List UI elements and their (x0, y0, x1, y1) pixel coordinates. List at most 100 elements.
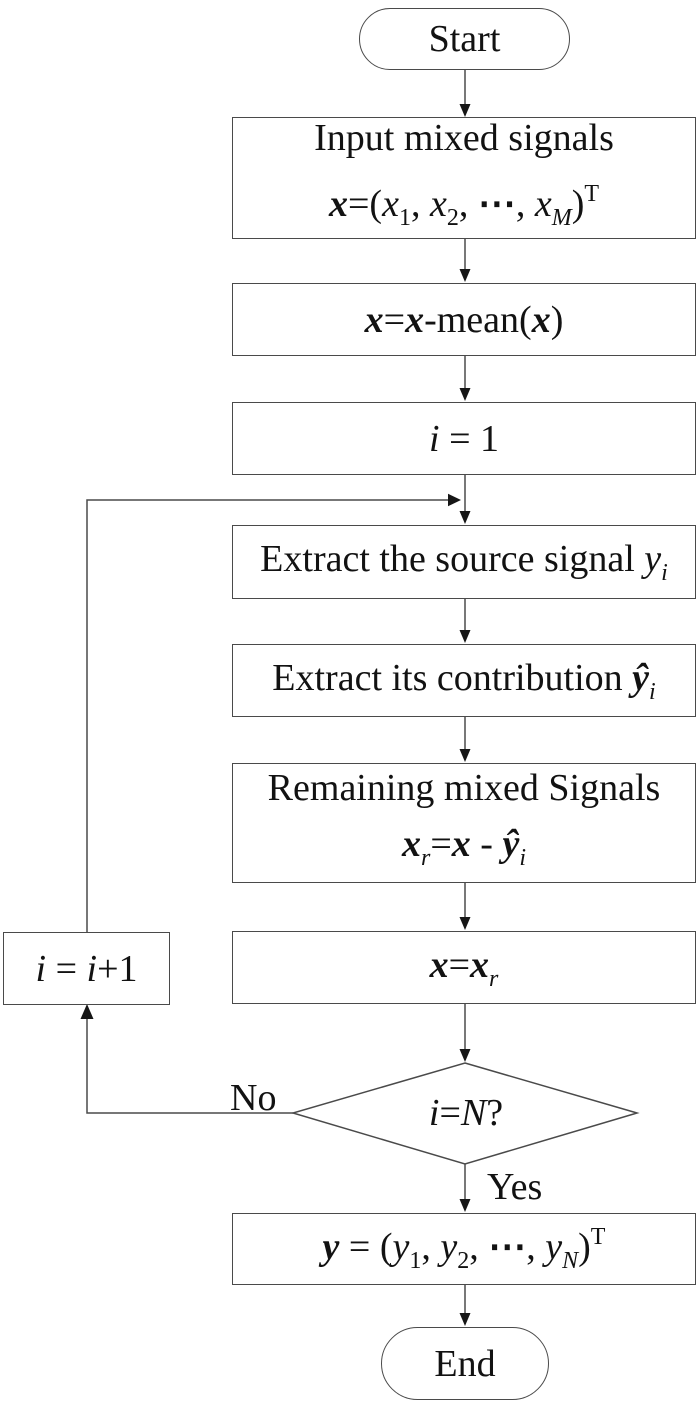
eq-part: i (649, 678, 656, 705)
eq-part: ) (571, 183, 585, 225)
arrowhead-down-icon (459, 749, 471, 762)
output-equation: y = (y1, y2, ⋯, yN)T (323, 1224, 606, 1275)
eq-part: = 1 (439, 417, 499, 460)
end-label: End (434, 1342, 496, 1385)
eq-part: = (448, 943, 471, 986)
arrowhead-up-icon (80, 1004, 94, 1019)
eq-part: x (470, 943, 490, 986)
eq-part: - (470, 823, 503, 865)
eq-part: ŷ (502, 823, 520, 865)
init-equation: i = 1 (429, 417, 499, 461)
init-counter-box: i = 1 (232, 402, 696, 475)
extract-contribution-text: Extract its contribution ŷi (272, 656, 655, 706)
eq-part: r (489, 965, 499, 992)
eq-part: i (428, 1092, 440, 1134)
eq-part: i (661, 560, 668, 586)
input-signals-box: Input mixed signals x=(x1, x2, ⋯, xM)T (232, 117, 696, 239)
eq-part: ⋯ (477, 183, 516, 225)
assign-equation: x=xr (430, 943, 499, 993)
eq-part: = ( (339, 1225, 393, 1268)
yes-edge-label: Yes (487, 1166, 543, 1208)
eq-part: y (322, 1225, 340, 1268)
decision-diamond (290, 1062, 640, 1165)
input-box-title: Input mixed signals (314, 110, 614, 166)
eq-part: , (421, 1225, 441, 1268)
eq-part: i (519, 845, 526, 871)
no-edge-label: No (230, 1077, 277, 1119)
eq-part: ? (486, 1092, 504, 1134)
remaining-equation: xr=x - ŷi (402, 816, 526, 886)
eq-part: -mean( (424, 298, 532, 341)
eq-part: , (526, 1225, 546, 1268)
arrowhead-down-icon (459, 269, 471, 282)
decision-label: i = N ? (295, 1063, 637, 1163)
eq-part: x (405, 298, 425, 341)
eq-part: y (644, 538, 662, 580)
arrowhead-down-icon (459, 511, 471, 524)
eq-part: ) (550, 298, 564, 341)
arrowhead-right-icon (448, 493, 461, 507)
eq-part: = (430, 823, 452, 865)
eq-part: , (469, 1225, 489, 1268)
end-terminal: End (381, 1327, 549, 1400)
eq-part: x (382, 183, 399, 225)
eq-part: = (383, 298, 406, 341)
eq-part: = (46, 947, 87, 990)
arrowhead-down-icon (459, 388, 471, 401)
input-line1: Input mixed signals (314, 117, 614, 159)
increment-counter-box: i = i+1 (3, 932, 170, 1005)
demean-equation: x=x-mean(x) (365, 298, 564, 342)
eq-part: 1 (398, 205, 411, 231)
arrowhead-down-icon (459, 104, 471, 117)
start-terminal: Start (359, 8, 570, 70)
eq-part: Extract its contribution (272, 656, 633, 699)
eq-part: , (458, 183, 478, 225)
demean-box: x=x-mean(x) (232, 283, 696, 356)
arrowhead-down-icon (459, 630, 471, 643)
eq-part: i (35, 947, 47, 990)
eq-part: r (421, 845, 431, 871)
eq-part: 2 (457, 1247, 470, 1274)
eq-part: ) (578, 1225, 591, 1268)
input-equation: x=(x1, x2, ⋯, xM)T (329, 166, 599, 246)
eq-part: x (328, 183, 348, 225)
eq-part: y (440, 1225, 458, 1268)
output-box: y = (y1, y2, ⋯, yN)T (232, 1213, 696, 1285)
eq-part: N (562, 1247, 579, 1274)
eq-part: 1 (409, 1247, 422, 1274)
increment-equation: i = i+1 (36, 947, 138, 991)
remaining-line1: Remaining mixed Signals (267, 767, 661, 809)
eq-part: x (429, 943, 449, 986)
eq-part: x (451, 823, 471, 865)
eq-part: , (515, 183, 535, 225)
eq-part: x (531, 298, 551, 341)
assign-box: x=xr (232, 931, 696, 1004)
eq-part: = (439, 1092, 461, 1134)
eq-part: y (545, 1225, 563, 1268)
extract-source-box: Extract the source signal yi (232, 525, 696, 599)
eq-part: Extract the source signal (260, 538, 645, 580)
eq-part: =( (347, 183, 383, 225)
eq-part: x (402, 823, 421, 865)
eq-part: ⋯ (488, 1225, 527, 1268)
eq-part: x (534, 183, 552, 225)
extract-source-text: Extract the source signal yi (260, 537, 668, 587)
arrowhead-down-icon (459, 1313, 471, 1326)
eq-part: 2 (446, 205, 459, 231)
remaining-signals-box: Remaining mixed Signals xr=x - ŷi (232, 763, 696, 883)
eq-part: , (410, 183, 430, 225)
edge-loop-no-to-increment (86, 1018, 293, 1114)
eq-part: i (86, 947, 98, 990)
extract-contribution-box: Extract its contribution ŷi (232, 644, 696, 717)
arrowhead-down-icon (459, 1049, 471, 1062)
eq-part: ŷ (632, 656, 650, 699)
eq-part: N (460, 1092, 487, 1134)
arrowhead-down-icon (459, 1199, 471, 1212)
eq-part: T (590, 1223, 606, 1250)
eq-part: M (551, 205, 572, 231)
edge-loop-increment-to-junction (86, 499, 449, 932)
eq-part: x (364, 298, 384, 341)
eq-part: T (584, 181, 600, 207)
